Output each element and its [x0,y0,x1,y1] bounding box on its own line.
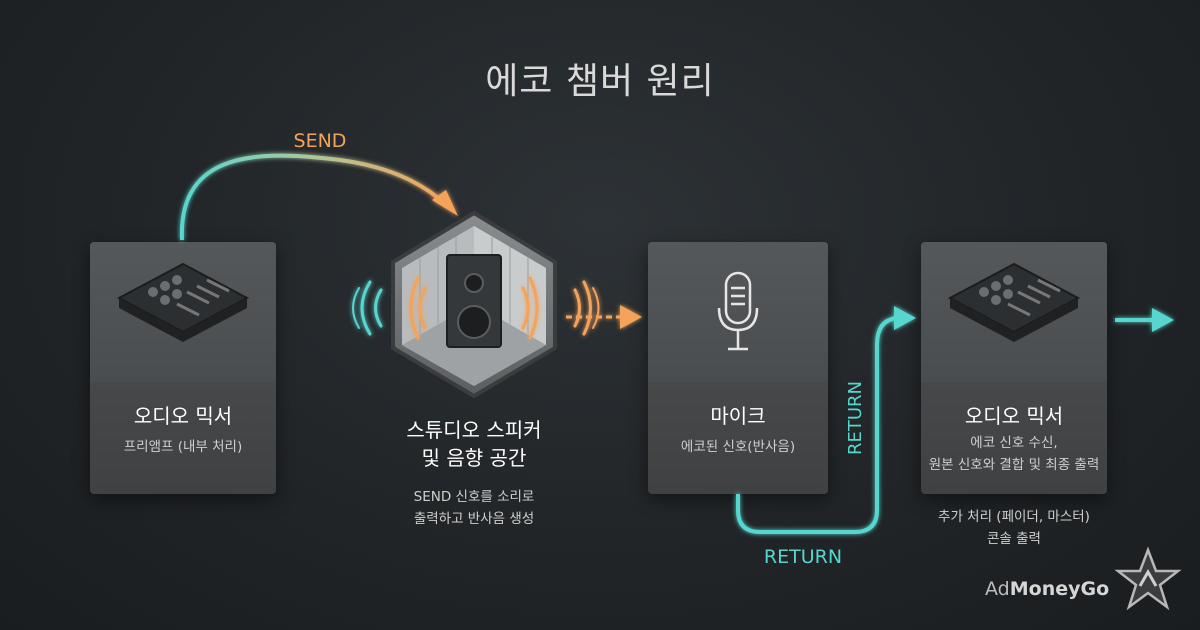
mic-sub: 에코된 신호(반사음) [680,439,796,455]
watermark-bold: MoneyGo [1009,578,1110,600]
mixer-out-sub-2: 원본 신호와 결합 및 최종 출력 [928,457,1100,473]
speaker-label-1: 스튜디오 스피커 [406,418,542,442]
sound-wave-icon [352,276,600,340]
page-title: 에코 챔버 원리 [485,61,715,102]
mixer-icon [116,262,250,342]
return-bottom-label: RETURN [763,546,843,568]
mixer-out-extra-1: 추가 처리 (페이더, 마스터) [938,509,1090,525]
output-arrow [1115,308,1174,332]
watermark-prefix: Ad [985,578,1010,600]
send-arrow [179,153,458,241]
microphone-icon [717,271,759,351]
return-vertical-label: RETURN [845,381,866,455]
send-label: SEND [293,130,347,152]
speaker-to-mic-arrow [566,305,642,329]
speaker-icon [446,254,502,348]
mixer-out-label: 오디오 믹서 [964,404,1064,428]
speaker-sub-2: 출력하고 반사음 생성 [413,511,535,527]
speaker-sub-1: SEND 신호를 소리로 [413,489,535,505]
mic-card: 마이크 에코된 신호(반사음) [648,242,828,494]
speaker-label-2: 및 음향 공간 [421,446,527,470]
mixer-icon [947,262,1081,342]
return-arrow [736,306,916,534]
mixer-in-sub: 프리앰프 (내부 처리) [123,439,243,455]
mixer-in-label: 오디오 믹서 [133,404,233,428]
mic-label: 마이크 [710,404,766,428]
mixer-out-extra-2: 콘솔 출력 [987,531,1041,547]
watermark: AdMoneyGo [985,578,1109,600]
star-logo-icon [1114,546,1182,611]
mixer-out-sub-1: 에코 신호 수신, [970,435,1058,451]
